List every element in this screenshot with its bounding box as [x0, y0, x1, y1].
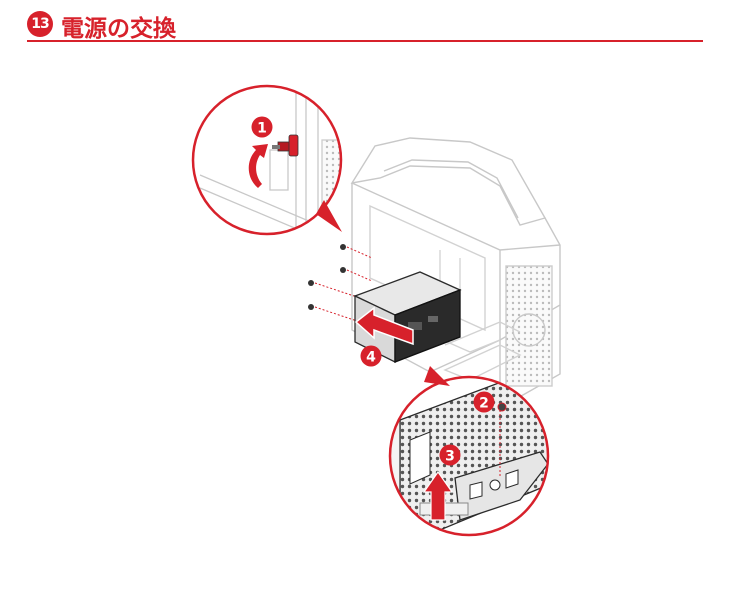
svg-text:3: 3 [445, 449, 455, 465]
thumbscrew-icon [272, 134, 299, 157]
screw-icon [308, 280, 314, 286]
arrow-icon [248, 144, 268, 188]
svg-text:1: 1 [257, 121, 267, 137]
screw-icon [497, 402, 507, 412]
computer-tower [350, 137, 561, 410]
svg-text:2: 2 [479, 396, 489, 412]
step-number-badge: 13 [27, 11, 53, 37]
screw-icon [340, 267, 346, 273]
screw-icon [308, 304, 314, 310]
callout-3: 3 [439, 444, 461, 466]
magnified-view-top [191, 84, 343, 236]
header-divider [27, 40, 703, 42]
callout-4: 4 [360, 345, 382, 367]
arrow-icon [354, 306, 414, 346]
screw-icon [340, 244, 346, 250]
callout-1: 1 [251, 116, 273, 138]
section-header: 13 電源の交換 [27, 8, 703, 42]
screw-icon-set [308, 244, 346, 310]
section-title: 電源の交換 [61, 16, 176, 42]
arrow-icon [422, 470, 454, 521]
magnified-view-bottom [388, 366, 550, 537]
svg-text:4: 4 [366, 350, 376, 366]
callout-2: 2 [473, 391, 495, 413]
